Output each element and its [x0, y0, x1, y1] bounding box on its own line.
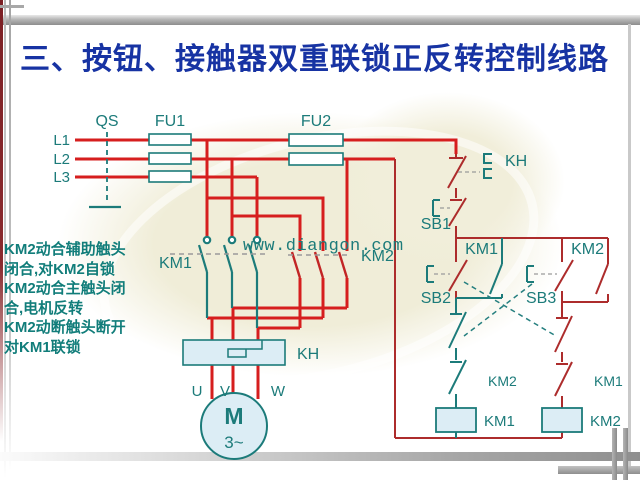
label-fu2: FU2	[301, 113, 331, 130]
watermark-text: www.diangon.com	[243, 237, 404, 256]
label-v: V	[220, 383, 230, 400]
note-line: 合,电机反转	[4, 299, 84, 317]
left-gray-line-2	[9, 0, 11, 470]
page-title: 三、按钮、接触器双重联锁正反转控制线路	[20, 43, 609, 76]
label-kh-control: KH	[505, 153, 527, 170]
control-wires-teal	[426, 153, 534, 438]
note-line: KM2动合辅助触头	[4, 241, 126, 258]
label-l2: L2	[53, 151, 70, 168]
label-sb1: SB1	[421, 216, 451, 233]
label-fu1: FU1	[155, 113, 185, 130]
bottomright-vbar-2	[623, 428, 628, 480]
label-km1-latch: KM1	[465, 241, 498, 258]
top-decor-bar	[0, 15, 640, 25]
km1-main-contacts	[197, 235, 262, 328]
label-km2-interlock: KM2	[488, 373, 517, 389]
label-km1-coil: KM1	[484, 413, 515, 430]
fu1-fuses	[148, 133, 192, 183]
label-l1: L1	[53, 132, 70, 149]
left-gray-line-1	[4, 0, 6, 478]
label-qs: QS	[95, 113, 118, 130]
label-km1-main: KM1	[159, 255, 192, 272]
km2-main-contacts	[290, 251, 349, 279]
label-sb2: SB2	[421, 290, 451, 307]
label-km2-coil: KM2	[590, 413, 621, 430]
topleft-cross-line	[0, 5, 24, 8]
label-km1-interlock: KM1	[594, 373, 623, 389]
km2-coil	[541, 407, 583, 433]
left-maroon-line	[0, 0, 3, 480]
background-blob-small	[330, 92, 565, 272]
label-l3: L3	[53, 169, 70, 186]
note-block: KM2动合辅助触头 闭合,对KM2自锁 KM2动合主触头闭 合,电机反转 KM2…	[4, 240, 176, 357]
power-wires	[75, 138, 458, 399]
control-wires-red	[394, 154, 609, 439]
label-sb3: SB3	[526, 290, 556, 307]
bottomright-vbar-1	[612, 428, 617, 480]
km1-coil	[435, 407, 477, 433]
bottom-decor-bar	[0, 452, 640, 461]
note-line: 对KM1联锁	[4, 338, 81, 356]
kh-thermal-box	[182, 339, 286, 366]
motor-symbol	[200, 392, 268, 460]
note-line: 闭合,对KM2自锁	[4, 260, 115, 278]
note-line: KM2动合主触头闭	[4, 280, 126, 297]
label-motor-m: M	[224, 403, 243, 429]
label-km2-main: KM2	[361, 248, 394, 265]
qs-switch	[89, 132, 121, 209]
main-contact-linkage-dashes	[170, 253, 350, 256]
label-km2-latch: KM2	[571, 241, 604, 258]
actuator-dashes	[434, 171, 557, 275]
bottom-decor-bar-2	[558, 466, 640, 474]
label-kh-main: KH	[297, 346, 319, 363]
label-u: U	[192, 383, 203, 400]
fu2-fuses	[288, 133, 344, 166]
note-line: KM2动断触头断开	[4, 319, 126, 336]
label-motor-phase: 3~	[224, 433, 243, 452]
label-w: W	[271, 383, 286, 400]
right-border-line	[628, 24, 631, 474]
